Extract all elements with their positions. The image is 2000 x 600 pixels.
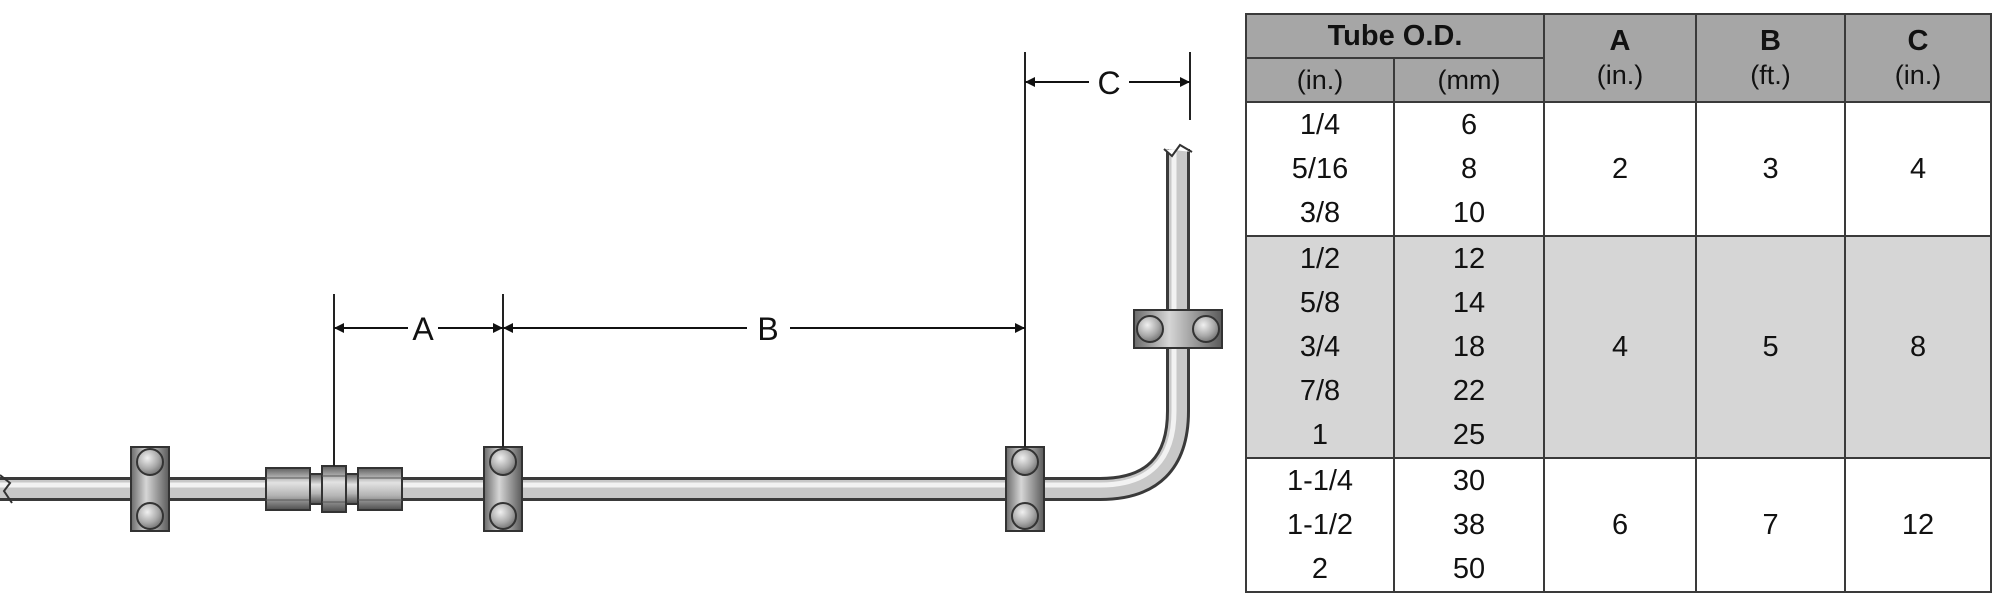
od-in-unit: (in.) [1245,57,1395,103]
od-mm-value: 50 [1452,553,1486,585]
od-in-cell: 1/2 5/8 3/4 7/8 1 [1245,235,1395,459]
tube-support-diagram: A B C [0,52,1223,532]
col-a-label: A [1609,25,1631,57]
b-value: 5 [1695,235,1847,459]
union-fitting [265,465,403,513]
od-mm-value: 10 [1452,197,1486,229]
table-row: 1/2 5/8 3/4 7/8 1 12 14 18 22 25 4 5 8 [1245,235,1993,459]
od-in-value: 1/2 [1299,243,1341,275]
col-c-label: C [1907,25,1929,57]
b-value: 7 [1695,457,1847,593]
od-mm-value: 14 [1452,287,1486,319]
col-b-header: B (ft.) [1695,13,1847,103]
od-in-value: 2 [1311,553,1329,585]
od-in-value: 1 [1311,419,1329,451]
od-in-value: 7/8 [1299,375,1341,407]
col-a-unit: (in.) [1596,60,1644,90]
dimension-b-label: B [757,311,778,347]
col-c-header: C (in.) [1844,13,1993,103]
dimension-a: A [334,311,503,347]
od-mm-value: 38 [1452,509,1486,541]
od-mm-value: 12 [1452,243,1486,275]
clamp [130,446,170,532]
od-in-value: 3/8 [1299,197,1341,229]
col-b-label: B [1760,25,1781,57]
clamp [1005,446,1045,532]
od-mm-cell: 6 8 10 [1392,101,1546,237]
c-value: 12 [1844,457,1993,593]
od-in-value: 5/16 [1291,153,1349,185]
od-in-value: 1-1/4 [1286,465,1354,497]
c-value: 8 [1844,235,1993,459]
od-mm-value: 8 [1460,153,1478,185]
table-row: 1/4 5/16 3/8 6 8 10 2 3 4 [1245,101,1993,237]
table-row: 1-1/4 1-1/2 2 30 38 50 6 7 12 [1245,457,1993,593]
b-value: 3 [1695,101,1847,237]
dimension-b: B [503,311,1025,347]
extension-lines [333,52,1191,466]
od-in-value: 1-1/2 [1286,509,1354,541]
od-in-value: 5/8 [1299,287,1341,319]
dimension-a-label: A [412,311,434,347]
clamp [483,446,523,532]
tube-support-spacing-table: Tube O.D. A (in.) B (ft.) C (in.) (in.) … [1244,13,1993,593]
od-in-value: 1/4 [1299,109,1341,141]
od-mm-value: 6 [1460,109,1478,141]
a-value: 6 [1543,457,1698,593]
tube-od-header: Tube O.D. [1244,13,1546,59]
od-mm-value: 22 [1452,375,1486,407]
od-mm-unit: (mm) [1392,57,1546,103]
od-mm-value: 25 [1452,419,1486,451]
dimension-c: C [1025,65,1190,101]
od-mm-cell: 30 38 50 [1392,457,1546,593]
a-value: 4 [1543,235,1698,459]
od-in-value: 3/4 [1299,331,1341,363]
col-c-unit: (in.) [1894,60,1942,90]
a-value: 2 [1543,101,1698,237]
tube [0,143,1193,504]
od-in-cell: 1/4 5/16 3/8 [1245,101,1395,237]
c-value: 4 [1844,101,1993,237]
clamp [1133,309,1223,349]
col-a-header: A (in.) [1543,13,1698,103]
od-mm-value: 18 [1452,331,1486,363]
od-in-cell: 1-1/4 1-1/2 2 [1245,457,1395,593]
od-mm-cell: 12 14 18 22 25 [1392,235,1546,459]
dimension-c-label: C [1097,65,1120,101]
od-mm-value: 30 [1452,465,1486,497]
col-b-unit: (ft.) [1750,60,1791,90]
